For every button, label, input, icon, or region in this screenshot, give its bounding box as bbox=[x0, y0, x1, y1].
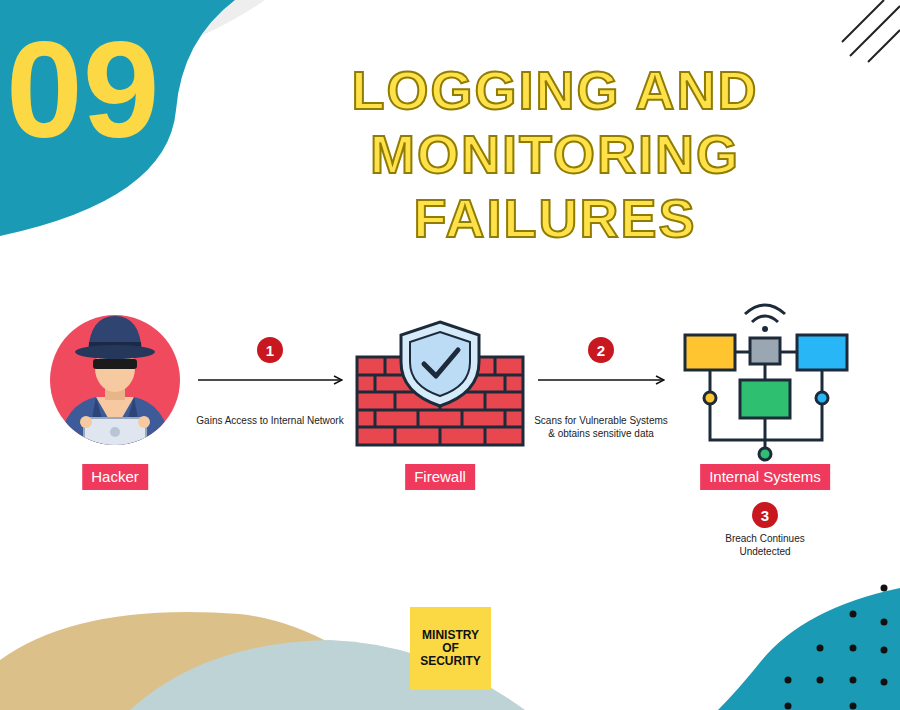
firewall-icon-part bbox=[424, 350, 458, 376]
hacker-icon-part-part bbox=[84, 418, 146, 452]
hacker-icon-part-part bbox=[138, 416, 150, 428]
dot-grid bbox=[785, 585, 888, 710]
dot-grid-part bbox=[881, 619, 888, 626]
corner-shapes-part bbox=[850, 6, 900, 56]
network-icon-part bbox=[704, 392, 716, 404]
network-icon-part bbox=[750, 338, 780, 364]
dot-grid-part bbox=[850, 645, 857, 652]
dot-grid-part bbox=[850, 703, 857, 710]
callout-number: 1 bbox=[257, 337, 283, 363]
node-label: Hacker bbox=[82, 464, 148, 490]
hacker-icon-part-part bbox=[75, 345, 155, 359]
firewall-icon-part-part bbox=[394, 427, 397, 445]
firewall-icon-part-part bbox=[494, 357, 497, 375]
network-icon-part-part bbox=[735, 351, 750, 354]
firewall-icon-part-part bbox=[504, 375, 507, 392]
firewall-icon bbox=[357, 322, 523, 445]
network-icon-part bbox=[685, 335, 735, 370]
callout-number: 2 bbox=[588, 337, 614, 363]
firewall-icon-part-part bbox=[484, 427, 487, 445]
corner-shapes-part bbox=[842, 0, 884, 42]
network-icon-part bbox=[759, 448, 771, 460]
dot-grid-part bbox=[881, 585, 888, 592]
network-icon-part bbox=[762, 326, 768, 332]
edge-label: Gains Access to Internal Network bbox=[185, 414, 355, 427]
corner-shapes-part bbox=[0, 0, 235, 236]
firewall-node: Firewall bbox=[350, 312, 530, 490]
network-icon-part-part bbox=[764, 418, 767, 448]
firewall-icon-part-part bbox=[394, 392, 397, 410]
logo-text: MINISTRY OF SECURITY bbox=[419, 629, 483, 669]
section-number: 09 bbox=[6, 20, 160, 158]
firewall-icon-part-part bbox=[461, 410, 464, 427]
hacker-icon-part bbox=[58, 316, 172, 452]
firewall-icon-part bbox=[401, 322, 479, 406]
dot-grid-part bbox=[850, 677, 857, 684]
flow-arrow bbox=[538, 379, 664, 381]
dot-grid-part bbox=[881, 679, 888, 686]
diagram-title: LOGGING AND MONITORING FAILURES bbox=[335, 58, 775, 250]
callout-number: 3 bbox=[752, 502, 778, 528]
firewall-icon-part-part bbox=[374, 410, 377, 427]
dot-grid-part bbox=[817, 677, 824, 684]
network-icon-part-part bbox=[764, 364, 767, 380]
node-label: Internal Systems bbox=[700, 464, 830, 490]
dot-grid-part bbox=[850, 611, 857, 618]
dot-grid-part bbox=[785, 703, 792, 710]
firewall-icon-part-part bbox=[504, 410, 507, 427]
network-icon-part-part bbox=[752, 316, 778, 322]
network-icon-part-part bbox=[745, 305, 785, 314]
network-icon-part-part bbox=[709, 370, 712, 392]
firewall-icon-part-part bbox=[484, 392, 487, 410]
hacker-icon-part-part bbox=[110, 427, 120, 437]
edge-label: Scans for Vulnerable Systems & obtains s… bbox=[531, 414, 671, 440]
flow-arrow bbox=[198, 379, 342, 381]
hacker-icon bbox=[50, 315, 180, 452]
firewall-icon-part-part bbox=[374, 375, 377, 392]
dot-grid-part bbox=[785, 677, 792, 684]
corner-shapes-part bbox=[868, 30, 900, 62]
firewall-icon-part-part bbox=[384, 357, 387, 375]
systems-node: Internal Systems bbox=[672, 312, 858, 490]
status-note: Breach Continues Undetected bbox=[719, 532, 811, 558]
network-icon-part bbox=[710, 305, 822, 448]
hacker-icon-part-part bbox=[93, 359, 137, 369]
actor-node: Hacker bbox=[40, 312, 190, 490]
node-label: Firewall bbox=[405, 464, 475, 490]
corner-shapes-part bbox=[718, 588, 900, 710]
hacker-icon-part-part bbox=[80, 416, 92, 428]
dot-grid-part bbox=[817, 645, 824, 652]
dot-grid-part bbox=[881, 647, 888, 654]
network-icon-part bbox=[816, 392, 828, 404]
logo-badge: MINISTRY OF SECURITY bbox=[410, 607, 491, 690]
network-icon-part bbox=[740, 380, 790, 418]
network-icon-part bbox=[797, 335, 847, 370]
firewall-icon-part bbox=[410, 332, 470, 396]
firewall-icon-part-part bbox=[439, 427, 442, 445]
network-icon bbox=[685, 305, 847, 460]
network-icon-part-part bbox=[821, 370, 824, 392]
hacker-icon-part-part bbox=[58, 397, 172, 452]
firewall-icon-part-part bbox=[417, 410, 420, 427]
network-icon-part-part bbox=[780, 351, 797, 354]
